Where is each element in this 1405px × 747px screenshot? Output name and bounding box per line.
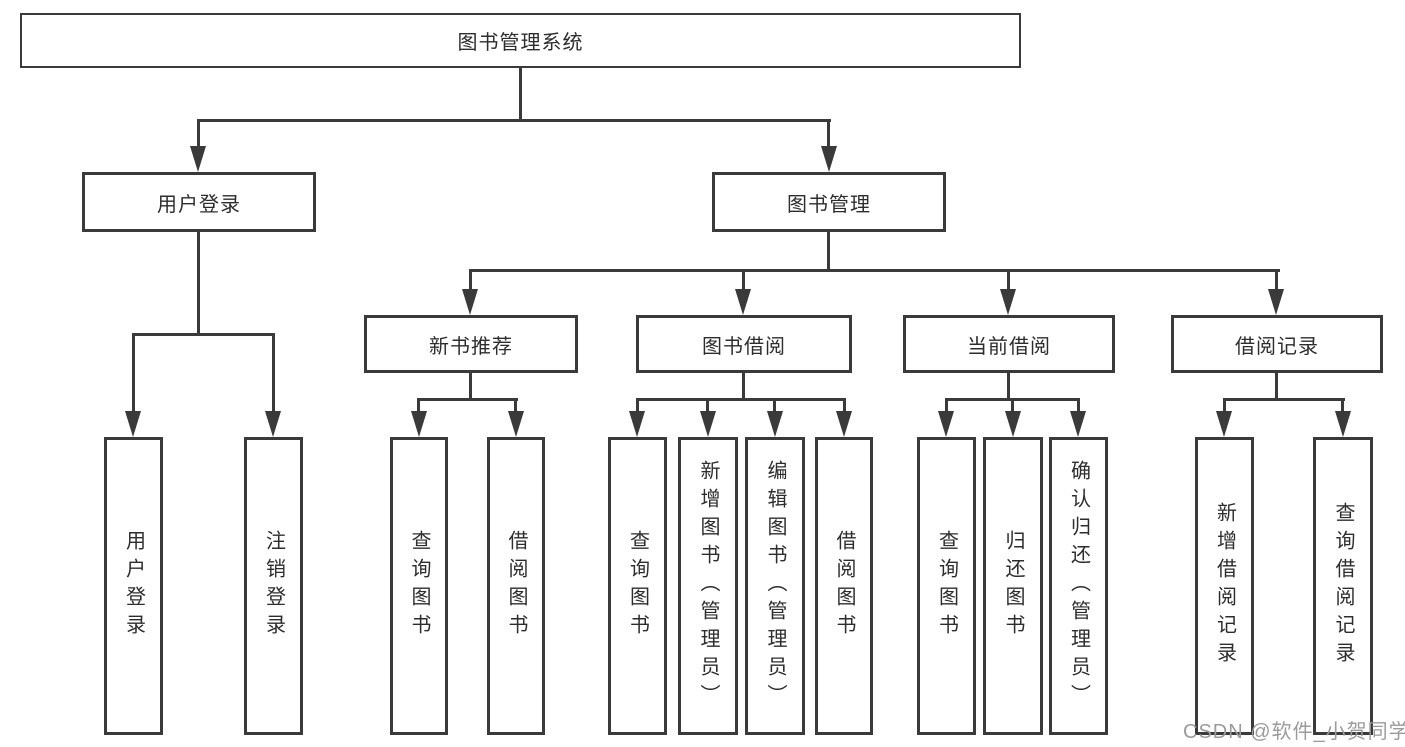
node-borrow-records: 借阅记录 bbox=[1171, 315, 1383, 373]
node-label: 图书借阅 bbox=[702, 335, 786, 358]
node-new-book-recommend: 新书推荐 bbox=[364, 315, 578, 373]
connector-arrow-icon bbox=[938, 411, 954, 437]
node-label: 用户登录 bbox=[157, 193, 241, 216]
connector-line bbox=[773, 398, 776, 412]
connector-line bbox=[1223, 398, 1226, 412]
leaf-add-borrow-record: 新增借阅记录 bbox=[1195, 437, 1254, 735]
connector-line bbox=[827, 232, 830, 272]
connector-line bbox=[1077, 398, 1080, 412]
connector-line bbox=[742, 373, 745, 401]
connector-line bbox=[272, 333, 275, 411]
leaf-logout: 注销登录 bbox=[244, 437, 303, 735]
connector-line bbox=[197, 232, 200, 336]
connector-line bbox=[1007, 269, 1010, 291]
node-label: 当前借阅 bbox=[967, 335, 1051, 358]
connector-line bbox=[469, 373, 472, 401]
node-label: 借阅记录 bbox=[1235, 335, 1319, 358]
connector-line bbox=[1011, 398, 1014, 412]
connector-line bbox=[417, 398, 420, 412]
node-book-borrow: 图书借阅 bbox=[636, 315, 852, 373]
leaf-query-books-3: 查询图书 bbox=[917, 437, 976, 735]
connector-arrow-icon bbox=[1216, 411, 1232, 437]
connector-line bbox=[469, 269, 1280, 272]
connector-arrow-icon bbox=[462, 289, 478, 315]
connector-line bbox=[514, 398, 517, 412]
leaf-query-books-2: 查询图书 bbox=[608, 437, 667, 735]
leaf-label: 新增图书（管理员） bbox=[697, 460, 719, 712]
leaf-label: 查询借阅记录 bbox=[1332, 502, 1354, 670]
connector-line bbox=[742, 269, 745, 291]
connector-line bbox=[1007, 373, 1010, 401]
connector-arrow-icon bbox=[508, 411, 524, 437]
leaf-label: 归还图书 bbox=[1002, 530, 1024, 642]
connector-line bbox=[519, 68, 522, 121]
connector-arrow-icon bbox=[190, 146, 206, 172]
connector-line bbox=[945, 398, 948, 412]
connector-arrow-icon bbox=[629, 411, 645, 437]
leaf-label: 借阅图书 bbox=[833, 530, 855, 642]
leaf-label: 编辑图书（管理员） bbox=[764, 460, 786, 712]
leaf-user-login: 用户登录 bbox=[104, 437, 163, 735]
connector-line bbox=[1275, 373, 1278, 401]
connector-line bbox=[1341, 398, 1344, 412]
connector-arrow-icon bbox=[1268, 289, 1284, 315]
connector-line bbox=[1223, 398, 1345, 401]
csdn-watermark: CSDN @软件_小贺同学 bbox=[1183, 721, 1405, 743]
leaf-label: 新增借阅记录 bbox=[1213, 502, 1236, 670]
leaf-return-book: 归还图书 bbox=[983, 437, 1043, 735]
node-root-library-system: 图书管理系统 bbox=[20, 13, 1021, 68]
connector-line bbox=[706, 398, 709, 412]
leaf-query-books-1: 查询图书 bbox=[390, 437, 448, 735]
connector-arrow-icon bbox=[1070, 411, 1086, 437]
connector-arrow-icon bbox=[821, 146, 837, 172]
connector-arrow-icon bbox=[265, 411, 281, 437]
leaf-label: 用户登录 bbox=[122, 530, 145, 642]
connector-arrow-icon bbox=[836, 411, 852, 437]
connector-arrow-icon bbox=[411, 411, 427, 437]
connector-arrow-icon bbox=[1005, 411, 1021, 437]
leaf-add-book-admin: 新增图书（管理员） bbox=[678, 437, 738, 735]
connector-arrow-icon bbox=[700, 411, 716, 437]
connector-arrow-icon bbox=[125, 411, 141, 437]
connector-line bbox=[636, 398, 846, 401]
leaf-label: 查询图书 bbox=[626, 530, 649, 642]
leaf-label: 借阅图书 bbox=[505, 530, 527, 642]
leaf-label: 查询图书 bbox=[935, 530, 958, 642]
connector-line bbox=[843, 398, 846, 412]
leaf-confirm-return-admin: 确认归还（管理员） bbox=[1049, 437, 1108, 735]
connector-line bbox=[1275, 269, 1278, 291]
node-label: 图书管理 bbox=[787, 193, 871, 216]
leaf-borrow-books-2: 借阅图书 bbox=[815, 437, 873, 735]
connector-line bbox=[417, 398, 518, 401]
node-current-borrow: 当前借阅 bbox=[903, 315, 1115, 373]
connector-line bbox=[636, 398, 639, 412]
leaf-label: 查询图书 bbox=[408, 530, 430, 642]
connector-line bbox=[132, 333, 275, 336]
connector-arrow-icon bbox=[735, 289, 751, 315]
connector-line bbox=[197, 119, 200, 147]
leaf-label: 确认归还（管理员） bbox=[1067, 460, 1090, 712]
connector-line bbox=[469, 269, 472, 291]
node-book-management: 图书管理 bbox=[712, 172, 946, 232]
connector-arrow-icon bbox=[767, 411, 783, 437]
connector-arrow-icon bbox=[1000, 289, 1016, 315]
connector-line bbox=[197, 119, 831, 122]
leaf-query-borrow-record: 查询借阅记录 bbox=[1313, 437, 1373, 735]
node-user-login: 用户登录 bbox=[82, 172, 316, 232]
leaf-label: 注销登录 bbox=[262, 530, 285, 642]
node-label: 新书推荐 bbox=[429, 335, 513, 358]
leaf-borrow-books-1: 借阅图书 bbox=[487, 437, 545, 735]
leaf-edit-book-admin: 编辑图书（管理员） bbox=[745, 437, 805, 735]
node-label: 图书管理系统 bbox=[457, 32, 584, 54]
connector-line bbox=[132, 333, 135, 411]
connector-arrow-icon bbox=[1335, 411, 1351, 437]
connector-line bbox=[827, 119, 830, 147]
